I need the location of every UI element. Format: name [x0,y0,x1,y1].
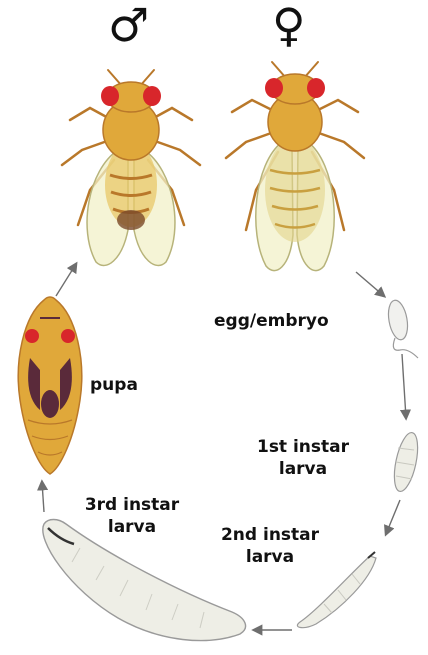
third-instar-label: 3rd instar larva [80,494,184,538]
male-fly [62,70,200,265]
pupa [18,297,81,474]
female-fly [226,62,364,271]
second-instar-line2: larva [218,546,322,568]
egg-embryo-label: egg/embryo [214,310,329,332]
first-instar-line1: 1st instar [254,436,352,458]
second-instar-label: 2nd instar larva [218,524,322,568]
third-instar-line2: larva [80,516,184,538]
male-symbol: ♂ [108,2,149,48]
third-instar-line1: 3rd instar [80,494,184,516]
egg [386,299,418,358]
first-instar-line2: larva [254,458,352,480]
first-instar-label: 1st instar larva [254,436,352,480]
female-symbol: ♀ [272,2,306,48]
second-instar-line1: 2nd instar [218,524,322,546]
first-instar-larva [390,431,422,494]
pupa-label: pupa [90,374,138,396]
